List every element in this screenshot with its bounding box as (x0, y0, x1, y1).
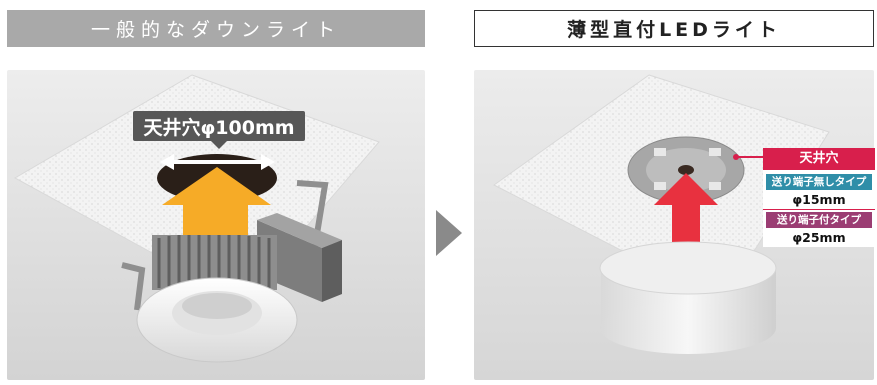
hole-size-label-pointer (211, 141, 227, 149)
hole-width-arrow (160, 152, 275, 176)
type2-value: φ25mm (792, 230, 846, 245)
type1-label: 送り端子無しタイプ (766, 174, 872, 190)
hole-size-label: 天井穴φ100mm (133, 111, 305, 141)
ceiling-hole-spec-box: 天井穴 送り端子無しタイプ φ15mm 送り端子付タイプ φ25mm (763, 148, 875, 247)
left-header: 一般的なダウンライト (7, 10, 425, 47)
spec-title: 天井穴 (763, 148, 875, 170)
right-header: 薄型直付LEDライト (474, 10, 874, 47)
spec-divider (763, 209, 875, 210)
type2-label: 送り端子付タイプ (766, 212, 872, 228)
chevron-right-icon (436, 210, 462, 260)
type1-value: φ15mm (792, 192, 846, 207)
